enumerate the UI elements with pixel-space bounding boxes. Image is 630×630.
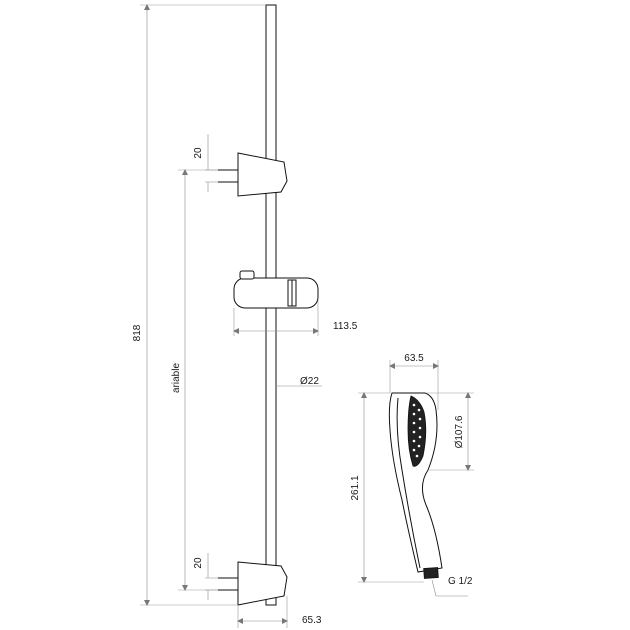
- slider-projection-label: 113.5: [333, 321, 358, 332]
- spray-face: [407, 395, 427, 467]
- slider-holder: [233, 270, 319, 309]
- thread-connector: [423, 567, 439, 579]
- rail-dimensions: 818 ariable 20 20 113.5 Ø22 65.3: [132, 3, 358, 628]
- upper-bracket-depth-label: 20: [193, 147, 204, 159]
- bar-diameter-label: Ø22: [300, 376, 319, 387]
- thread-label: G 1/2: [448, 576, 473, 587]
- hand-shower-width-label: 63.5: [404, 353, 424, 364]
- upper-wall-bracket: [237, 152, 288, 197]
- total-height-label: 818: [132, 324, 143, 341]
- lower-bracket-depth-label: 20: [193, 557, 204, 569]
- lower-wall-bracket: [237, 561, 288, 606]
- bracket-projection-label: 65.3: [302, 615, 322, 626]
- hand-shower-body: [388, 392, 443, 573]
- head-diameter-label: Ø107.6: [454, 415, 465, 448]
- spray-nozzles: [412, 403, 422, 458]
- shower-rail-assembly: [218, 4, 319, 606]
- hand-shower-dimensions: 63.5 Ø107.6 261.1 G 1/2: [350, 353, 474, 597]
- adjustable-span-label: ariable: [171, 363, 182, 393]
- hand-shower: [388, 392, 443, 579]
- hand-shower-length-label: 261.1: [350, 475, 361, 500]
